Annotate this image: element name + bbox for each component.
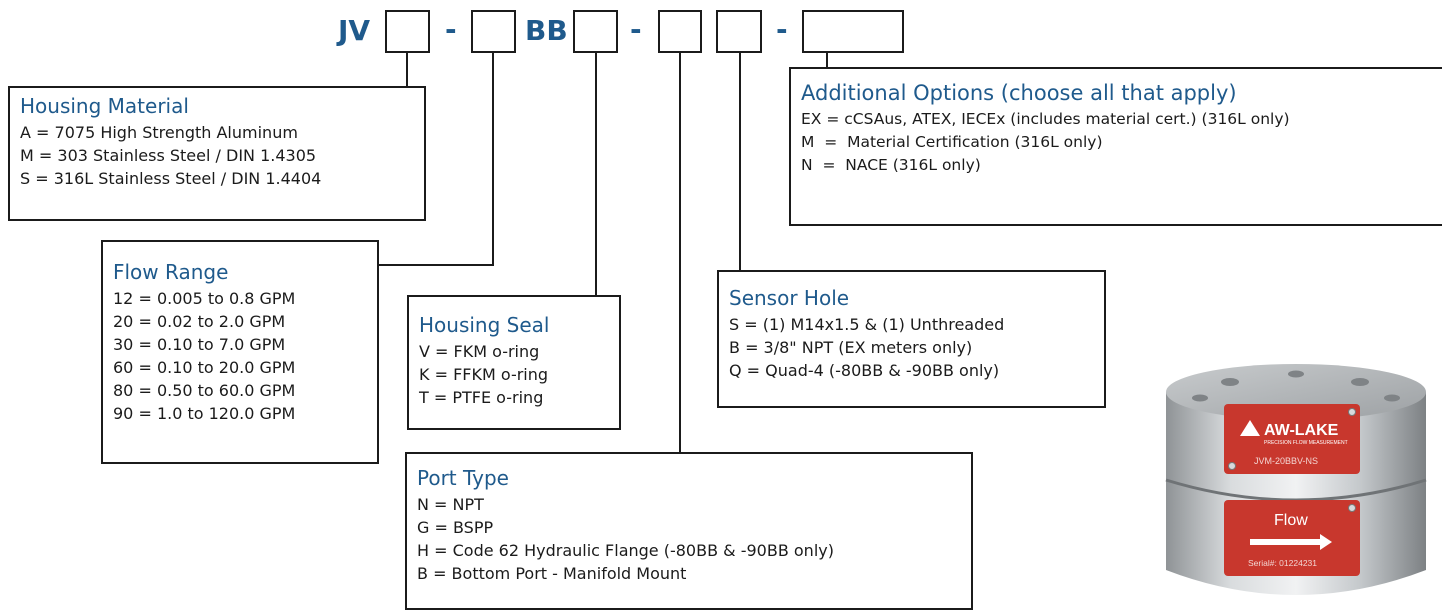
flow-range-item: 30 = 0.10 to 7.0 GPM bbox=[113, 335, 286, 354]
code-dash-3: - bbox=[776, 13, 788, 46]
housing-seal-item: K = FFKM o-ring bbox=[419, 365, 549, 384]
flow-range-item: 12 = 0.005 to 0.8 GPM bbox=[113, 289, 296, 308]
code-dash-1: - bbox=[445, 13, 457, 46]
housing-material-item: A = 7075 High Strength Aluminum bbox=[20, 123, 298, 142]
port-type-item: B = Bottom Port - Manifold Mount bbox=[417, 564, 687, 583]
code-box-port-type bbox=[658, 10, 702, 53]
code-box-housing-seal bbox=[573, 10, 618, 53]
code-prefix: JV bbox=[338, 14, 371, 47]
connector-flow-range bbox=[378, 53, 494, 266]
housing-seal-box: Housing Seal V = FKM o-ring K = FFKM o-r… bbox=[407, 295, 621, 430]
flow-plate bbox=[1224, 500, 1360, 576]
brand-plate bbox=[1224, 404, 1360, 474]
brand-name: AW-LAKE bbox=[1264, 422, 1339, 439]
housing-seal-title: Housing Seal bbox=[419, 313, 550, 337]
code-middle: BB bbox=[525, 14, 568, 47]
flow-arrow-icon bbox=[1250, 534, 1332, 550]
housing-material-title: Housing Material bbox=[20, 94, 189, 118]
port-type-title: Port Type bbox=[417, 466, 509, 490]
additional-options-box: Additional Options (choose all that appl… bbox=[789, 67, 1442, 226]
serial-number: Serial#: 01224231 bbox=[1248, 558, 1317, 568]
housing-seal-item: V = FKM o-ring bbox=[419, 342, 540, 361]
flow-range-box: Flow Range 12 = 0.005 to 0.8 GPM 20 = 0.… bbox=[101, 240, 379, 464]
sensor-hole-title: Sensor Hole bbox=[729, 286, 850, 310]
model-code-row: JV - BB - - bbox=[0, 0, 1442, 60]
port-type-box: Port Type N = NPT G = BSPP H = Code 62 H… bbox=[405, 452, 973, 610]
flow-range-title: Flow Range bbox=[113, 260, 229, 284]
additional-options-item: M = Material Certification (316L only) bbox=[801, 133, 1103, 151]
code-box-flow-range bbox=[471, 10, 516, 53]
housing-material-box: Housing Material A = 7075 High Strength … bbox=[8, 86, 426, 221]
flow-label: Flow bbox=[1274, 512, 1308, 529]
meter-seam bbox=[1165, 478, 1427, 502]
sensor-hole-item: Q = Quad-4 (-80BB & -90BB only) bbox=[729, 361, 1000, 380]
housing-material-item: M = 303 Stainless Steel / DIN 1.4305 bbox=[20, 146, 317, 165]
flow-range-item: 80 = 0.50 to 60.0 GPM bbox=[113, 381, 296, 400]
port-type-item: N = NPT bbox=[417, 495, 484, 514]
sensor-hole-box: Sensor Hole S = (1) M14x1.5 & (1) Unthre… bbox=[717, 270, 1106, 408]
code-box-housing-material bbox=[385, 10, 430, 53]
code-dash-2: - bbox=[630, 13, 642, 46]
code-box-sensor-hole bbox=[716, 10, 762, 53]
flow-range-item: 90 = 1.0 to 120.0 GPM bbox=[113, 404, 296, 423]
flow-range-item: 60 = 0.10 to 20.0 GPM bbox=[113, 358, 296, 377]
additional-options-item: EX = cCSAus, ATEX, IECEx (includes mater… bbox=[801, 110, 1290, 128]
flow-meter-product-image: AW-LAKE PRECISION FLOW MEASUREMENT JVM-2… bbox=[1165, 364, 1427, 595]
flow-range-item: 20 = 0.02 to 2.0 GPM bbox=[113, 312, 286, 331]
brand-logo-icon bbox=[1240, 420, 1260, 436]
housing-seal-item: T = PTFE o-ring bbox=[419, 388, 544, 407]
brand-tagline: PRECISION FLOW MEASUREMENT bbox=[1264, 440, 1348, 446]
port-type-item: G = BSPP bbox=[417, 518, 494, 537]
additional-options-title: Additional Options (choose all that appl… bbox=[801, 81, 1237, 105]
plate-screws bbox=[1228, 408, 1356, 512]
sensor-hole-item: B = 3/8" NPT (EX meters only) bbox=[729, 338, 973, 357]
model-number: JVM-20BBV-NS bbox=[1254, 456, 1318, 466]
additional-options-item: N = NACE (316L only) bbox=[801, 156, 981, 174]
code-box-additional-options bbox=[802, 10, 904, 53]
housing-material-item: S = 316L Stainless Steel / DIN 1.4404 bbox=[20, 169, 322, 188]
sensor-hole-item: S = (1) M14x1.5 & (1) Unthreaded bbox=[729, 315, 1005, 334]
port-type-item: H = Code 62 Hydraulic Flange (-80BB & -9… bbox=[417, 541, 834, 560]
